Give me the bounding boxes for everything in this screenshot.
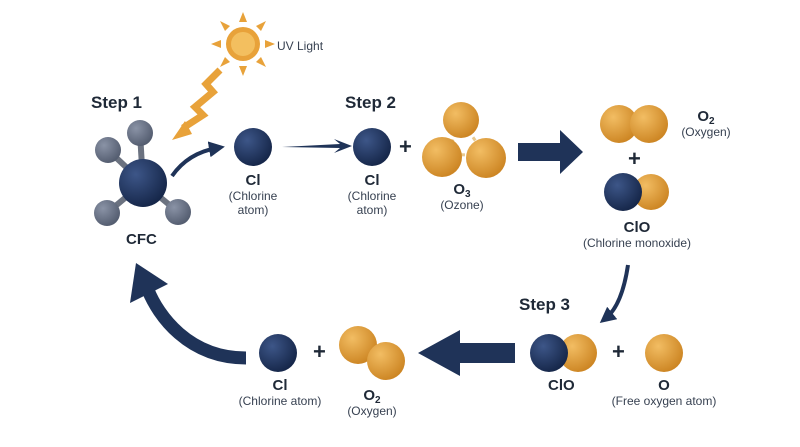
free-oxygen-symbol: O xyxy=(658,377,670,394)
arrow-clo-down xyxy=(599,264,630,324)
cfc-label: CFC xyxy=(126,231,157,248)
oxygen-bottom-symbol-text: O xyxy=(363,387,376,404)
clo-top-symbol: ClO xyxy=(623,219,651,236)
lightning-icon xyxy=(172,67,223,140)
cl-atom-1-label: Cl (Chlorine atom) xyxy=(223,172,283,217)
return-arrow xyxy=(130,263,247,365)
cl-atom-1 xyxy=(234,128,272,166)
ozone-symbol: O3 xyxy=(432,181,492,200)
plus-sign-3: + xyxy=(612,339,625,364)
cl-atom-1-desc-2: atom) xyxy=(237,203,269,217)
free-oxygen-atom xyxy=(645,334,683,372)
oxygen-top-desc: (Oxygen) xyxy=(681,125,731,139)
cl-atom-1-desc-1: (Chlorine xyxy=(228,189,278,203)
arrow-to-final-products xyxy=(418,330,515,376)
arrow-to-products xyxy=(518,130,583,174)
ozone-label: O3 (Ozone) xyxy=(432,181,492,212)
free-oxygen-desc: (Free oxygen atom) xyxy=(611,394,717,408)
cl-atom-2-desc-1: (Chlorine xyxy=(347,189,397,203)
free-oxygen-label: O (Free oxygen atom) xyxy=(604,377,724,408)
cl-atom-3-desc: (Chlorine atom) xyxy=(238,394,322,408)
oxygen-bottom-label: O2 (Oxygen) xyxy=(342,387,402,418)
clo-bottom-label: ClO xyxy=(548,377,575,394)
arrow-cfc-to-cl xyxy=(170,141,225,178)
cl-atom-1-symbol: Cl xyxy=(245,172,261,189)
uv-light-label: UV Light xyxy=(277,39,324,53)
cl-atom-2-label: Cl (Chlorine atom) xyxy=(342,172,402,217)
oxygen-molecule-bottom xyxy=(339,326,405,380)
ozone-molecule xyxy=(422,102,506,178)
oxygen-top-subscript: 2 xyxy=(709,116,715,127)
cl-atom-3 xyxy=(259,334,297,372)
cfc-molecule xyxy=(94,120,191,226)
oxygen-molecule-top xyxy=(600,105,668,143)
plus-sign-2: + xyxy=(628,146,641,171)
cl-atom-2 xyxy=(353,128,391,166)
plus-sign-1: + xyxy=(399,134,412,159)
clo-top-desc: (Chlorine monoxide) xyxy=(582,236,692,250)
ozone-subscript: 3 xyxy=(465,189,471,200)
sun-icon xyxy=(211,12,275,76)
clo-molecule-top xyxy=(604,173,669,211)
clo-molecule-bottom xyxy=(530,334,597,372)
arrow-cl-to-cl xyxy=(282,139,352,153)
oxygen-bottom-symbol: O2 xyxy=(342,387,402,406)
oxygen-top-label: O2 (Oxygen) xyxy=(671,108,741,139)
ozone-symbol-text: O xyxy=(453,181,466,198)
step-2-label: Step 2 xyxy=(345,93,397,112)
cl-atom-3-symbol: Cl xyxy=(272,377,288,394)
cl-atom-2-symbol: Cl xyxy=(364,172,380,189)
cl-atom-3-label: Cl (Chlorine atom) xyxy=(230,377,330,408)
step-1-label: Step 1 xyxy=(91,93,143,112)
oxygen-bottom-desc: (Oxygen) xyxy=(347,404,397,418)
plus-sign-4: + xyxy=(313,339,326,364)
step-3-label: Step 3 xyxy=(519,295,571,314)
oxygen-top-symbol: O2 xyxy=(671,108,741,127)
ozone-desc: (Ozone) xyxy=(440,198,484,212)
oxygen-bottom-subscript: 2 xyxy=(375,395,381,406)
oxygen-top-symbol-text: O xyxy=(697,108,710,125)
cl-atom-2-desc-2: atom) xyxy=(356,203,388,217)
clo-top-label: ClO (Chlorine monoxide) xyxy=(572,219,702,250)
